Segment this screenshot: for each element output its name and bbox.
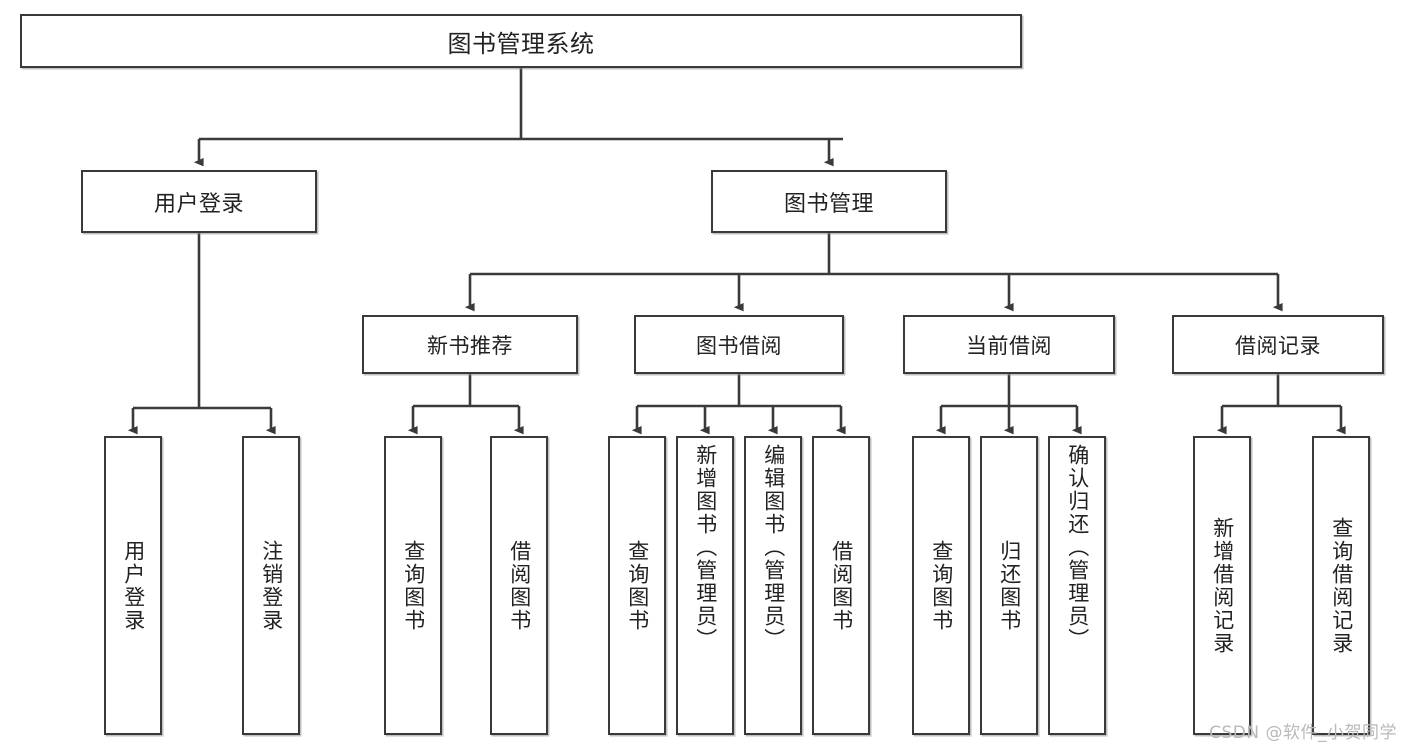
leaf-user-login-login[interactable]: 用户登录 bbox=[104, 436, 162, 735]
node-new-book-recommend[interactable]: 新书推荐 bbox=[362, 315, 578, 374]
leaf-borrow-borrow-book[interactable]: 借阅图书 bbox=[812, 436, 870, 735]
node-label: 图书管理系统 bbox=[447, 29, 595, 58]
node-label: 新增图书（管理员） bbox=[693, 444, 718, 651]
node-label: 图书借阅 bbox=[696, 333, 782, 358]
node-label: 归还图书 bbox=[997, 539, 1022, 632]
leaf-current-confirm-return-admin[interactable]: 确认归还（管理员） bbox=[1048, 436, 1106, 735]
leaf-current-query-book[interactable]: 查询图书 bbox=[912, 436, 970, 735]
node-label: 借阅图书 bbox=[507, 539, 532, 632]
node-label: 查询图书 bbox=[401, 539, 426, 632]
node-label: 用户登录 bbox=[121, 539, 146, 632]
node-label: 新增借阅记录 bbox=[1210, 516, 1235, 655]
node-label: 用户登录 bbox=[153, 191, 244, 217]
node-borrow-record[interactable]: 借阅记录 bbox=[1172, 315, 1384, 374]
node-book-borrow[interactable]: 图书借阅 bbox=[634, 315, 844, 374]
node-label: 确认归还（管理员） bbox=[1065, 444, 1090, 651]
leaf-current-return-book[interactable]: 归还图书 bbox=[980, 436, 1038, 735]
node-user-login[interactable]: 用户登录 bbox=[81, 170, 317, 233]
node-label: 查询图书 bbox=[625, 539, 650, 632]
leaf-user-login-logout[interactable]: 注销登录 bbox=[242, 436, 300, 735]
leaf-borrow-add-book-admin[interactable]: 新增图书（管理员） bbox=[676, 436, 734, 735]
node-label: 注销登录 bbox=[259, 539, 284, 632]
leaf-borrow-query-book[interactable]: 查询图书 bbox=[608, 436, 666, 735]
leaf-new-book-query[interactable]: 查询图书 bbox=[384, 436, 442, 735]
leaf-borrow-edit-book-admin[interactable]: 编辑图书（管理员） bbox=[744, 436, 802, 735]
node-book-management[interactable]: 图书管理 bbox=[711, 170, 947, 233]
node-label: 借阅记录 bbox=[1235, 333, 1321, 358]
node-label: 图书管理 bbox=[783, 191, 874, 217]
leaf-record-query-record[interactable]: 查询借阅记录 bbox=[1312, 436, 1370, 735]
node-label: 当前借阅 bbox=[966, 333, 1052, 358]
node-label: 查询图书 bbox=[929, 539, 954, 632]
node-label: 新书推荐 bbox=[427, 333, 513, 358]
watermark-text: CSDN @软件_小贺同学 bbox=[1209, 723, 1397, 743]
node-label: 借阅图书 bbox=[829, 539, 854, 632]
node-label: 编辑图书（管理员） bbox=[761, 444, 786, 651]
leaf-new-book-borrow[interactable]: 借阅图书 bbox=[490, 436, 548, 735]
node-current-borrow[interactable]: 当前借阅 bbox=[903, 315, 1115, 374]
node-root-system[interactable]: 图书管理系统 bbox=[20, 14, 1022, 68]
node-label: 查询借阅记录 bbox=[1329, 516, 1354, 655]
leaf-record-add-record[interactable]: 新增借阅记录 bbox=[1193, 436, 1251, 735]
